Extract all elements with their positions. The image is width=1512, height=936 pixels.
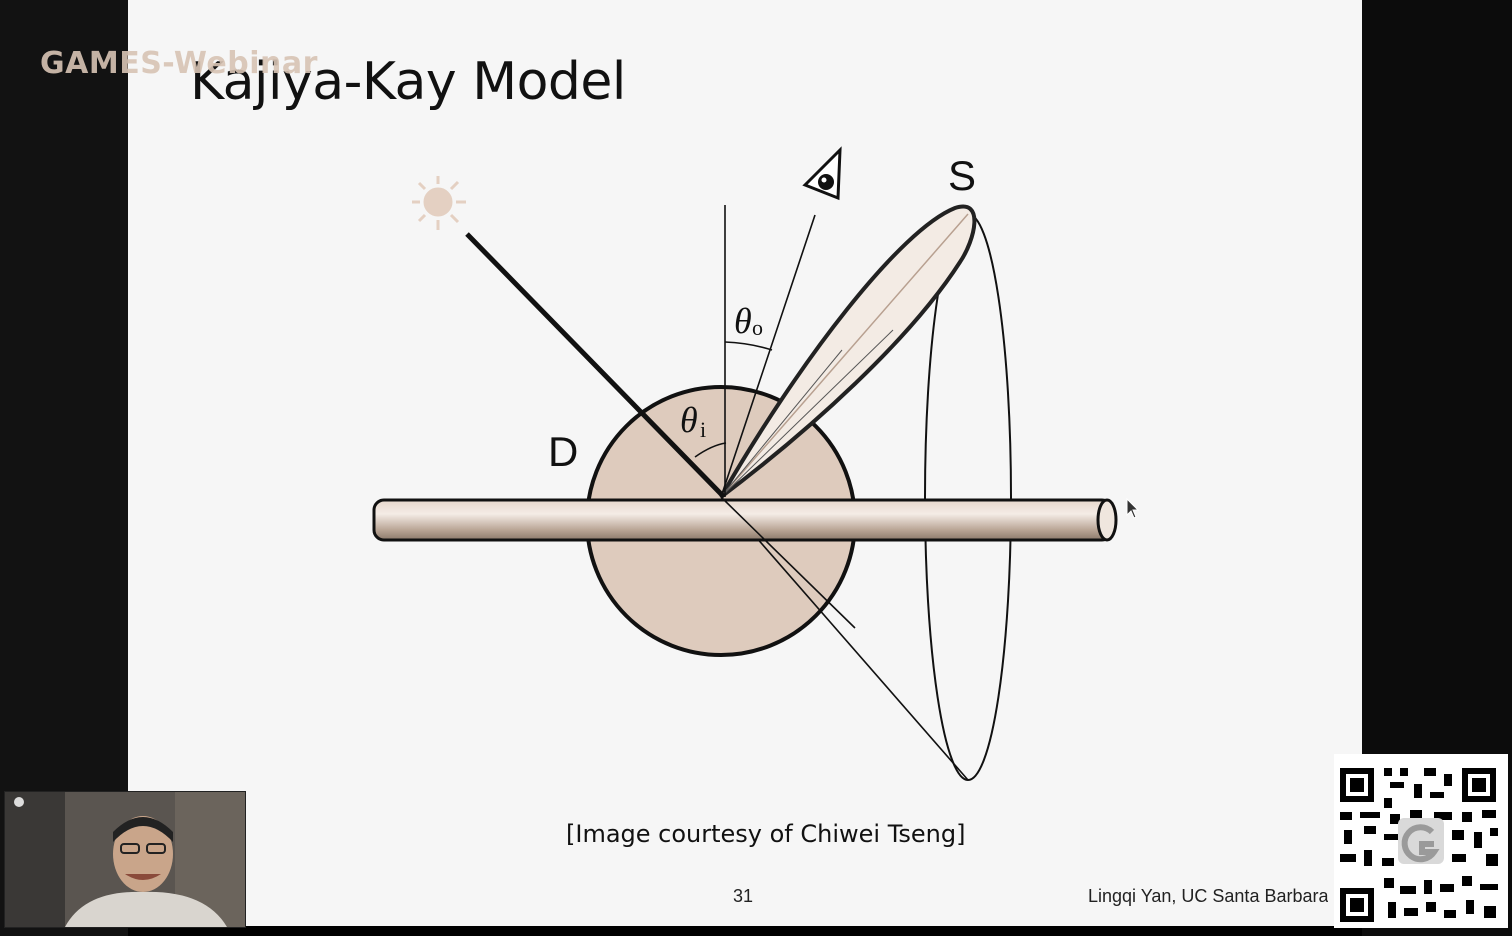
eye-icon: [802, 146, 842, 201]
label-theta-o: θ o: [734, 301, 763, 341]
lobe-axis: [720, 213, 969, 498]
slide-title: Kajiya-Kay Model: [190, 52, 626, 112]
theta-o-subscript: o: [752, 315, 763, 340]
theta-o-symbol: θ: [734, 301, 752, 341]
transmitted-ray: [720, 496, 856, 629]
label-d: D: [548, 428, 578, 475]
incident-ray: [465, 232, 726, 499]
lobe-inner-ray-1: [720, 349, 843, 498]
watermark-text: GAMES-Webinar: [40, 46, 318, 81]
webcam-overlay: [4, 791, 246, 928]
label-s: S: [948, 152, 976, 199]
cone-edge-lower: [720, 496, 969, 781]
qr-code-icon: [1334, 754, 1508, 928]
theta-i-symbol: θ: [680, 400, 698, 440]
cylinder-end: [1096, 498, 1118, 542]
author-credit: Lingqi Yan, UC Santa Barbara: [1088, 886, 1328, 906]
qr-code: [1334, 754, 1508, 928]
mouse-cursor-icon: [1126, 498, 1140, 519]
left-letterbox: [0, 0, 128, 936]
view-ray: [720, 214, 816, 498]
page-number: 31: [733, 886, 754, 906]
qr-center-logo: [1398, 818, 1444, 864]
theta-o-arc: [724, 341, 773, 351]
theta-i-subscript: i: [700, 417, 706, 442]
camera-feed-icon: [5, 792, 245, 927]
theta-i-arc: [694, 442, 727, 458]
lobe-inner-ray-2: [720, 329, 894, 498]
label-theta-i: θ i: [680, 400, 706, 442]
image-caption: [Image courtesy of Chiwei Tseng]: [566, 820, 966, 848]
sun-icon: [412, 176, 466, 230]
specular-cone-ellipse: [924, 213, 1012, 781]
hair-cylinder: [372, 498, 1114, 542]
